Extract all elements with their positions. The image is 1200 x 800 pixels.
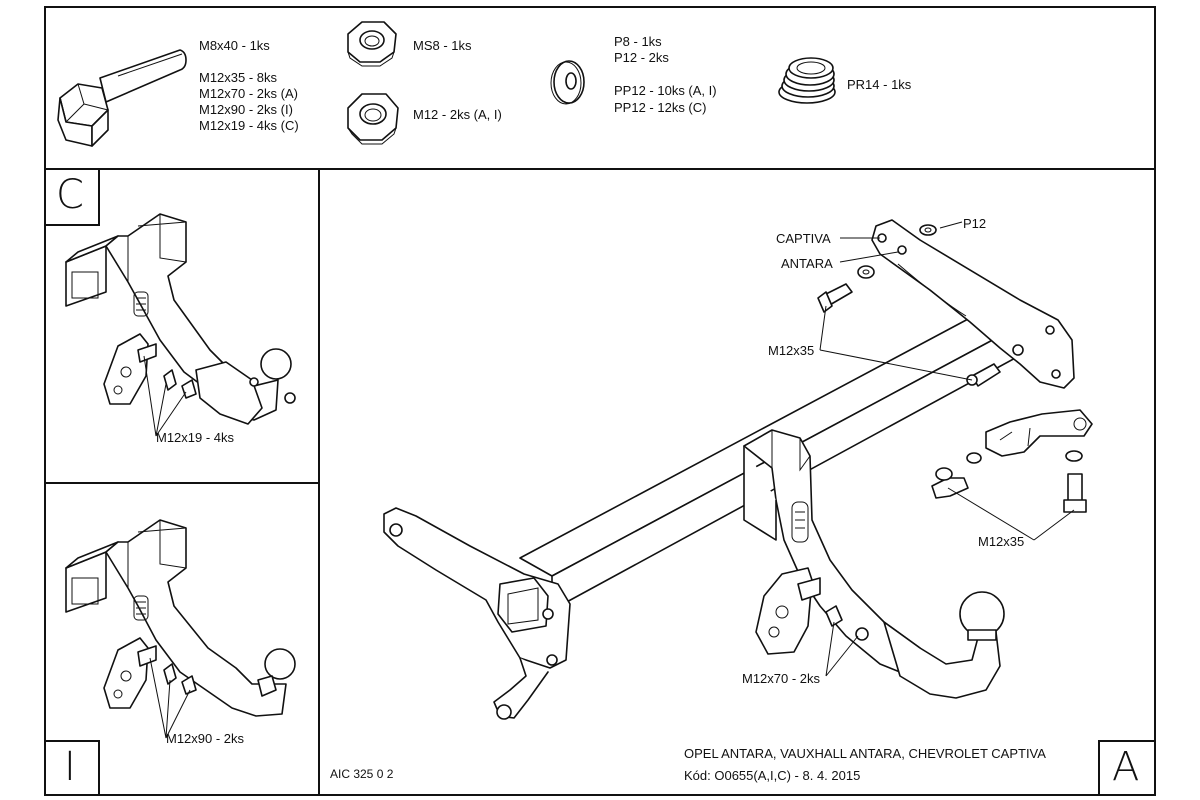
vehicle-title: OPEL ANTARA, VAUXHALL ANTARA, CHEVROLET … [684,746,1046,761]
letter-box-i [44,740,100,796]
panel-c-bolt-label: M12x19 - 4ks [156,430,235,445]
nut-ms8-label: MS8 - 1ks [413,38,472,53]
nut-m12-icon [347,93,399,145]
m12x35-top-label: M12x35 [768,343,815,358]
p12-label: P12 [963,216,987,231]
nut-m12-label: M12 - 2ks (A, I) [413,107,502,122]
letter-box-c [44,168,100,226]
panel-i-frame [44,482,320,796]
bolt-variant-2: M12x70 - 2ks (A) [199,86,298,101]
panel-c-drawing [65,213,296,425]
panel-i-letter: I [64,744,76,790]
panel-c-letter: C [56,172,84,218]
washer-label-4: PP12 - 12ks (C) [614,100,707,115]
antara-label: ANTARA [781,256,833,271]
bolt-variant-4: M12x19 - 4ks (C) [199,118,299,133]
panel-a-letter: A [1112,744,1140,790]
washer-icon [550,60,585,105]
spring-icon [778,57,836,104]
letter-box-a [1098,740,1156,796]
drawing-code: AIC 325 0 2 [330,767,394,781]
bolt-icon [57,49,187,147]
washer-label-2: P12 - 2ks [614,50,669,65]
bolt-variant-3: M12x90 - 2ks (I) [199,102,293,117]
panel-i-drawing [65,519,296,717]
main-drawing [143,219,1093,739]
nut-ms8-icon [347,21,397,67]
m12x35-right-label: M12x35 [978,534,1025,549]
washer-label-1: P8 - 1ks [614,34,662,49]
bolt-variant-1: M12x35 - 8ks [199,70,278,85]
captiva-label: CAPTIVA [776,231,831,246]
bolt-main-label: M8x40 - 1ks [199,38,270,53]
panel-i-bolt-label: M12x90 - 2ks [166,731,245,746]
m12x70-label: M12x70 - 2ks [742,671,821,686]
washer-label-3: PP12 - 10ks (A, I) [614,83,717,98]
parts-header-frame [44,6,1156,170]
kod-line: Kód: O0655(A,I,C) - 8. 4. 2015 [684,768,861,783]
spring-label: PR14 - 1ks [847,77,912,92]
